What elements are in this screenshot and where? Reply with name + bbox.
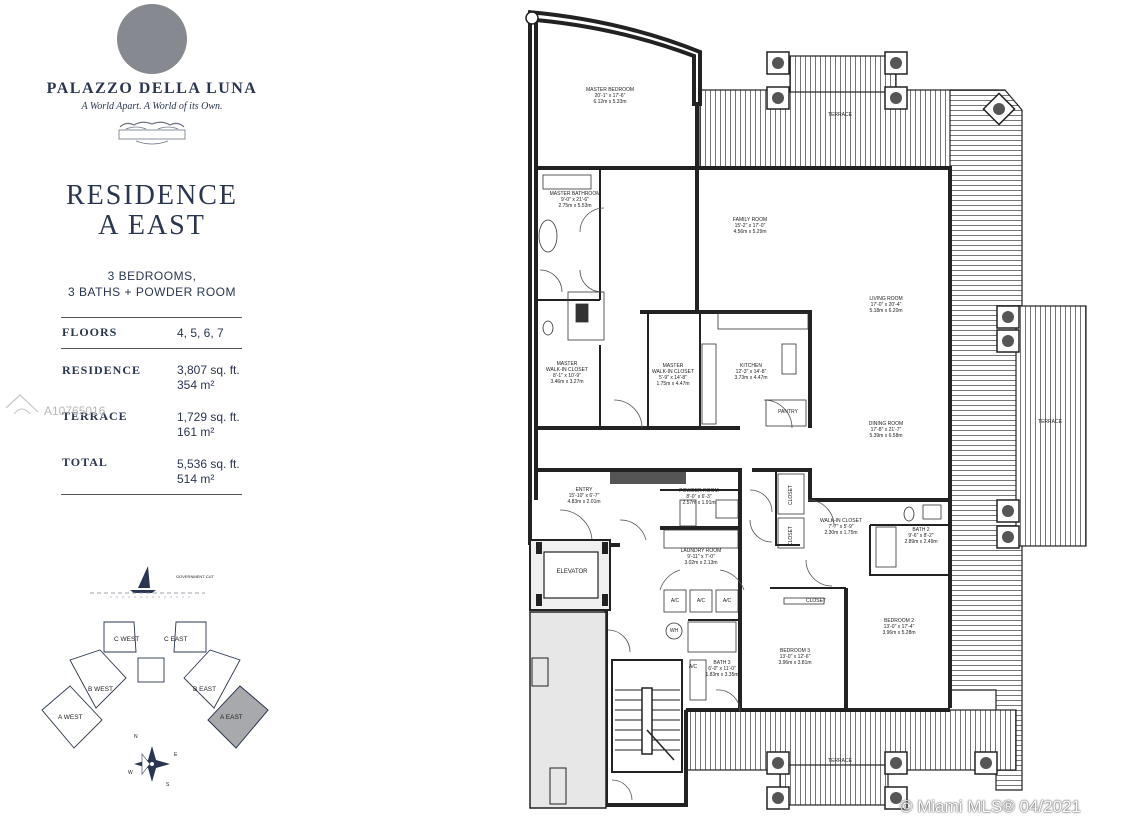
spec-label-terrace: TERRACE: [62, 409, 128, 423]
room-entry: ENTRY 15'-10" x 6'-7" 4.83m x 2.01m: [567, 487, 601, 505]
spec-divider: [61, 348, 242, 349]
residence-title-line1: RESIDENCE: [66, 180, 238, 211]
room-terrace-bottom: TERRACE: [828, 758, 852, 764]
spec-value-residence-sqft: 3,807 sq. ft.: [177, 363, 240, 377]
unit-a-east-label: A EAST: [220, 714, 243, 721]
unit-c-east-label: C EAST: [164, 636, 188, 643]
room-master-bedroom: MASTER BEDROOM 20'-1" x 17'-6" 6.12m x 5…: [585, 87, 635, 105]
room-master-walkin-closet: MASTER WALK-IN CLOSET 8'-1" x 10'-9" 3.4…: [545, 361, 589, 385]
spec-label-total: TOTAL: [62, 455, 108, 469]
room-master-walkin-closet-2: MASTER WALK-IN CLOSET 5'-9" x 14'-8" 1.7…: [651, 363, 695, 387]
brand-moon-logo: [117, 4, 187, 74]
compass-north: N: [134, 734, 138, 740]
compass-east: E: [174, 752, 178, 758]
spec-value-floors: 4, 5, 6, 7: [177, 326, 224, 340]
spec-label-residence: RESIDENCE: [62, 363, 142, 377]
fisher-island-logo: [118, 121, 186, 145]
terrace-decking: [685, 55, 1087, 806]
room-bedroom-2: BEDROOM 2 13'-0" x 17'-4" 3.96m x 5.28m: [882, 618, 916, 636]
room-master-bathroom: MASTER BATHROOM 9'-0" x 21'-6" 2.75m x 5…: [549, 191, 601, 209]
room-bedroom-3: BEDROOM 3 13'-0" x 12'-6" 3.96m x 3.81m: [778, 648, 812, 666]
residence-subtitle-line1: 3 BEDROOMS,: [107, 269, 197, 283]
residence-title-line2: A EAST: [98, 210, 206, 241]
label-water-heater: WH: [669, 628, 679, 634]
spec-divider: [61, 317, 242, 318]
residence-subtitle-line2: 3 BATHS + POWDER ROOM: [68, 285, 236, 299]
label-ac-2: A/C: [696, 598, 706, 604]
spec-value-total-m2: 514 m²: [177, 472, 215, 486]
house-watermark-icon: [5, 394, 39, 415]
column-cores: [772, 57, 1014, 804]
room-closet-b: CLOSET: [788, 526, 794, 547]
boat-icon: [130, 566, 156, 593]
room-terrace-top: TERRACE: [828, 112, 852, 118]
room-bath-3: BATH 3 6'-0" x 11'-0" 1.83m x 3.35m: [705, 660, 739, 678]
elevator-shaft: [529, 539, 611, 611]
brand-tagline: A World Apart. A World of its Own.: [81, 101, 223, 112]
room-kitchen: KITCHEN 12'-3" x 14'-8" 3.73m x 4.47m: [734, 363, 768, 381]
room-elevator: ELEVATOR: [556, 569, 588, 575]
spec-value-terrace-m2: 161 m²: [177, 425, 215, 439]
compass-west: W: [128, 770, 133, 776]
room-closet-a: CLOSET: [788, 485, 794, 506]
compass-rose-icon: [134, 746, 170, 782]
room-laundry-room: LAUNDRY ROOM 9'-11" x 7'-0" 3.02m x 2.13…: [680, 548, 722, 566]
spec-label-floors: FLOORS: [62, 325, 118, 339]
label-ac-4: A/C: [688, 664, 698, 670]
unit-a-west-label: A WEST: [58, 714, 83, 721]
unit-b-west-label: B WEST: [88, 686, 113, 693]
key-plan: GOVERNMENT CUT C WEST C EAST B WEST B EA…: [41, 566, 269, 788]
mls-copyright-watermark: © Miami MLS® 04/2021: [900, 797, 1081, 816]
label-ac-3: A/C: [722, 598, 732, 604]
spec-value-terrace-sqft: 1,729 sq. ft.: [177, 410, 240, 424]
unit-c-west-label: C WEST: [114, 636, 139, 643]
room-walkin-closet: WALK-IN CLOSET 7'-7" x 5'-9" 2.30m x 1.7…: [819, 518, 863, 536]
room-terrace-right: TERRACE: [1038, 419, 1062, 425]
room-living-room: LIVING ROOM 17'-0" x 20'-4" 5.18m x 6.20…: [869, 296, 903, 314]
compass-south: S: [166, 782, 170, 788]
room-pantry: PANTRY: [778, 409, 798, 415]
unit-a-east-highlight: [207, 685, 269, 749]
government-cut-label: GOVERNMENT CUT: [176, 574, 214, 579]
stair: [611, 659, 683, 773]
room-powder-room: POWDER ROOM 8'-0" x 6'-3" 2.57m x 1.91m: [679, 488, 719, 506]
room-dining-room: DINING ROOM 17'-8" x 21'-7" 5.39m x 6.58…: [868, 421, 904, 439]
spec-divider: [61, 494, 242, 495]
unit-b-east-label: B EAST: [193, 686, 216, 693]
room-closet-c: CLOSET: [805, 598, 826, 604]
label-ac-1: A/C: [670, 598, 680, 604]
spec-value-residence-m2: 354 m²: [177, 378, 215, 392]
room-family-room: FAMILY ROOM 15'-2" x 17'-0" 4.56m x 5.29…: [732, 217, 768, 235]
brand-name: PALAZZO DELLA LUNA: [46, 80, 258, 97]
spec-value-total-sqft: 5,536 sq. ft.: [177, 457, 240, 471]
listing-id-watermark: A10765016: [44, 404, 106, 418]
room-bath-2: BATH 2 9'-6" x 8'-2" 2.89m x 2.49m: [904, 527, 938, 545]
